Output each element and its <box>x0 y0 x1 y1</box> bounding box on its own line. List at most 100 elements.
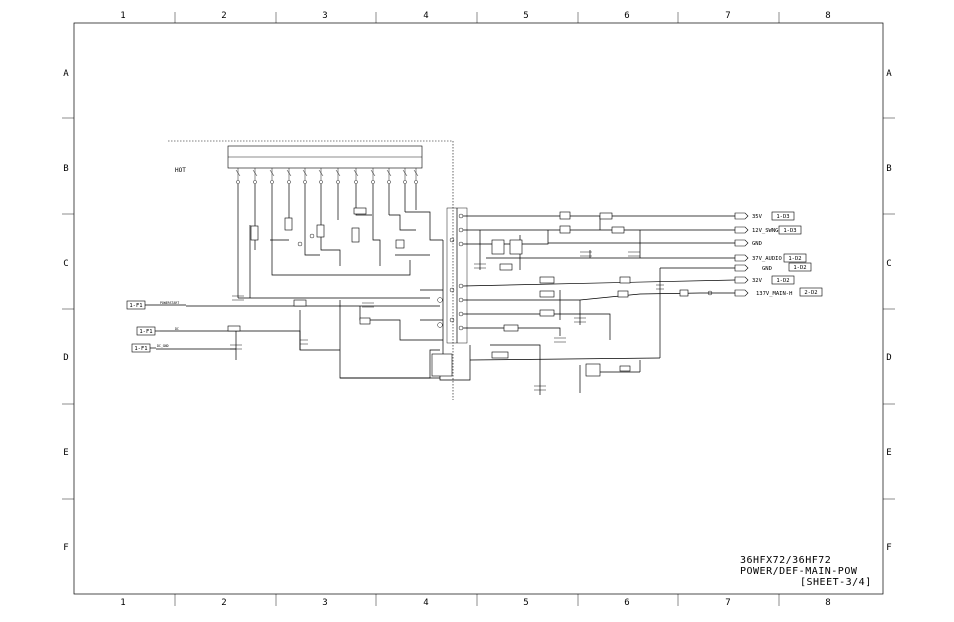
output-12v-swng: 12V_SWNG 1-D3 <box>734 225 802 235</box>
resistor <box>359 317 371 325</box>
grid-col-label: 6 <box>624 598 629 608</box>
grid-col-label: 8 <box>825 598 830 608</box>
grid-col-label: 5 <box>523 11 528 21</box>
output-gnd-1: GND <box>734 239 762 247</box>
resistor <box>284 217 293 231</box>
input-net: POWERSTART <box>160 301 179 305</box>
secondary-components <box>431 211 713 391</box>
input-ref: 1-F1 <box>134 346 147 352</box>
grid-col-label: 5 <box>523 598 528 608</box>
grid-row-label: C <box>886 259 891 269</box>
grid-columns-top: 1 2 3 4 5 6 7 8 <box>120 11 830 21</box>
secondary-wiring <box>340 215 736 395</box>
grid-row-label: D <box>63 353 68 363</box>
input-net: DC_GND <box>157 344 169 348</box>
capacitor-bank <box>491 239 505 255</box>
grid-row-label: B <box>886 164 891 174</box>
input-ref: 1-F1 <box>129 303 142 309</box>
output-ref: 1-D3 <box>776 214 789 220</box>
diode <box>503 324 519 332</box>
output-net: GND <box>762 266 772 272</box>
grid-col-label: 3 <box>322 598 327 608</box>
grid-col-label: 2 <box>221 11 226 21</box>
output-ref: 1-D3 <box>783 228 796 234</box>
resistor <box>491 351 509 359</box>
diode <box>353 207 367 215</box>
hot-side-boundary: HOT <box>168 140 454 400</box>
output-net: 35V <box>752 214 763 220</box>
grid-col-label: 7 <box>725 11 730 21</box>
resistor <box>679 289 689 297</box>
input-port-powerstart: 1-F1 POWERSTART <box>126 300 186 310</box>
output-ref: 2-D2 <box>804 290 817 296</box>
grid-row-label: A <box>886 69 892 79</box>
input-port-dc: 1-F1 DC <box>136 326 179 336</box>
output-gnd-2: GND 1-D2 <box>734 262 812 272</box>
grid-row-label: D <box>886 353 891 363</box>
title-sheet-name: POWER/DEF-MAIN-POW <box>740 566 858 577</box>
output-ref: 1-D2 <box>788 256 801 262</box>
input-ref: 1-F1 <box>139 329 152 335</box>
grid-row-label: C <box>63 259 68 269</box>
title-sheet-number: [SHEET-3/4] <box>800 577 872 588</box>
output-ref: 1-D2 <box>776 278 789 284</box>
grid-col-label: 3 <box>322 11 327 21</box>
grid-col-label: 4 <box>423 11 428 21</box>
grid-columns-bottom: 1 2 3 4 5 6 7 8 <box>120 598 830 608</box>
hot-label: HOT <box>175 167 186 174</box>
grid-row-label: F <box>63 543 68 553</box>
grid-ticks <box>62 12 895 606</box>
output-137v-main-h: 137V_MAIN-H 2-D2 <box>734 287 823 297</box>
photocoupler <box>431 353 453 377</box>
resistor <box>250 225 259 241</box>
grid-col-label: 2 <box>221 598 226 608</box>
output-35v: 35V 1-D3 <box>734 211 795 221</box>
output-ref: 1-D2 <box>793 265 806 271</box>
output-ports: 35V 1-D3 12V_SWNG 1-D3 GND 37V_AUDIO 1-D… <box>734 211 823 297</box>
grid-row-label: E <box>63 448 68 458</box>
input-port-dc-gnd: 1-F1 DC_GND <box>131 343 169 353</box>
resistor <box>619 365 631 372</box>
grid-rows-right: A B C D E F <box>886 69 892 553</box>
diode <box>539 276 555 284</box>
regulator <box>585 363 601 377</box>
diode <box>559 225 571 234</box>
grid-row-label: F <box>886 543 891 553</box>
title-block: 36HFX72/36HF72 POWER/DEF-MAIN-POW [SHEET… <box>740 555 872 588</box>
inductor <box>617 290 629 298</box>
capacitor <box>395 239 405 249</box>
output-net: 32V <box>752 278 763 284</box>
grid-row-label: A <box>63 69 69 79</box>
output-net: GND <box>752 241 762 247</box>
inductor <box>227 325 241 332</box>
grid-col-label: 1 <box>120 598 125 608</box>
resistor <box>293 299 307 307</box>
resistor <box>316 224 325 238</box>
diode <box>499 263 513 271</box>
output-net: 37V_AUDIO <box>752 256 782 262</box>
grid-col-label: 4 <box>423 598 428 608</box>
primary-wiring <box>156 184 444 379</box>
control-ic <box>227 145 423 184</box>
resistor <box>611 226 625 234</box>
grid-col-label: 1 <box>120 11 125 21</box>
resistor <box>599 212 613 220</box>
inductor <box>619 276 631 284</box>
diode <box>539 290 555 298</box>
input-net: DC <box>175 327 179 331</box>
output-net: 12V_SWNG <box>752 228 779 234</box>
output-37v-audio: 37V_AUDIO 1-D2 <box>734 253 807 263</box>
output-32v: 32V 1-D2 <box>734 275 795 285</box>
grid-row-label: E <box>886 448 891 458</box>
sheet-frame <box>73 22 884 595</box>
input-ports: 1-F1 POWERSTART 1-F1 DC 1-F1 DC_GND <box>126 300 186 353</box>
grid-row-label: B <box>63 164 68 174</box>
capacitor-bank <box>509 239 523 255</box>
output-net: 137V_MAIN-H <box>756 291 792 297</box>
grid-col-label: 8 <box>825 11 830 21</box>
primary-components <box>227 207 405 350</box>
grid-rows-left: A B C D E F <box>63 69 69 553</box>
resistor <box>351 227 360 243</box>
